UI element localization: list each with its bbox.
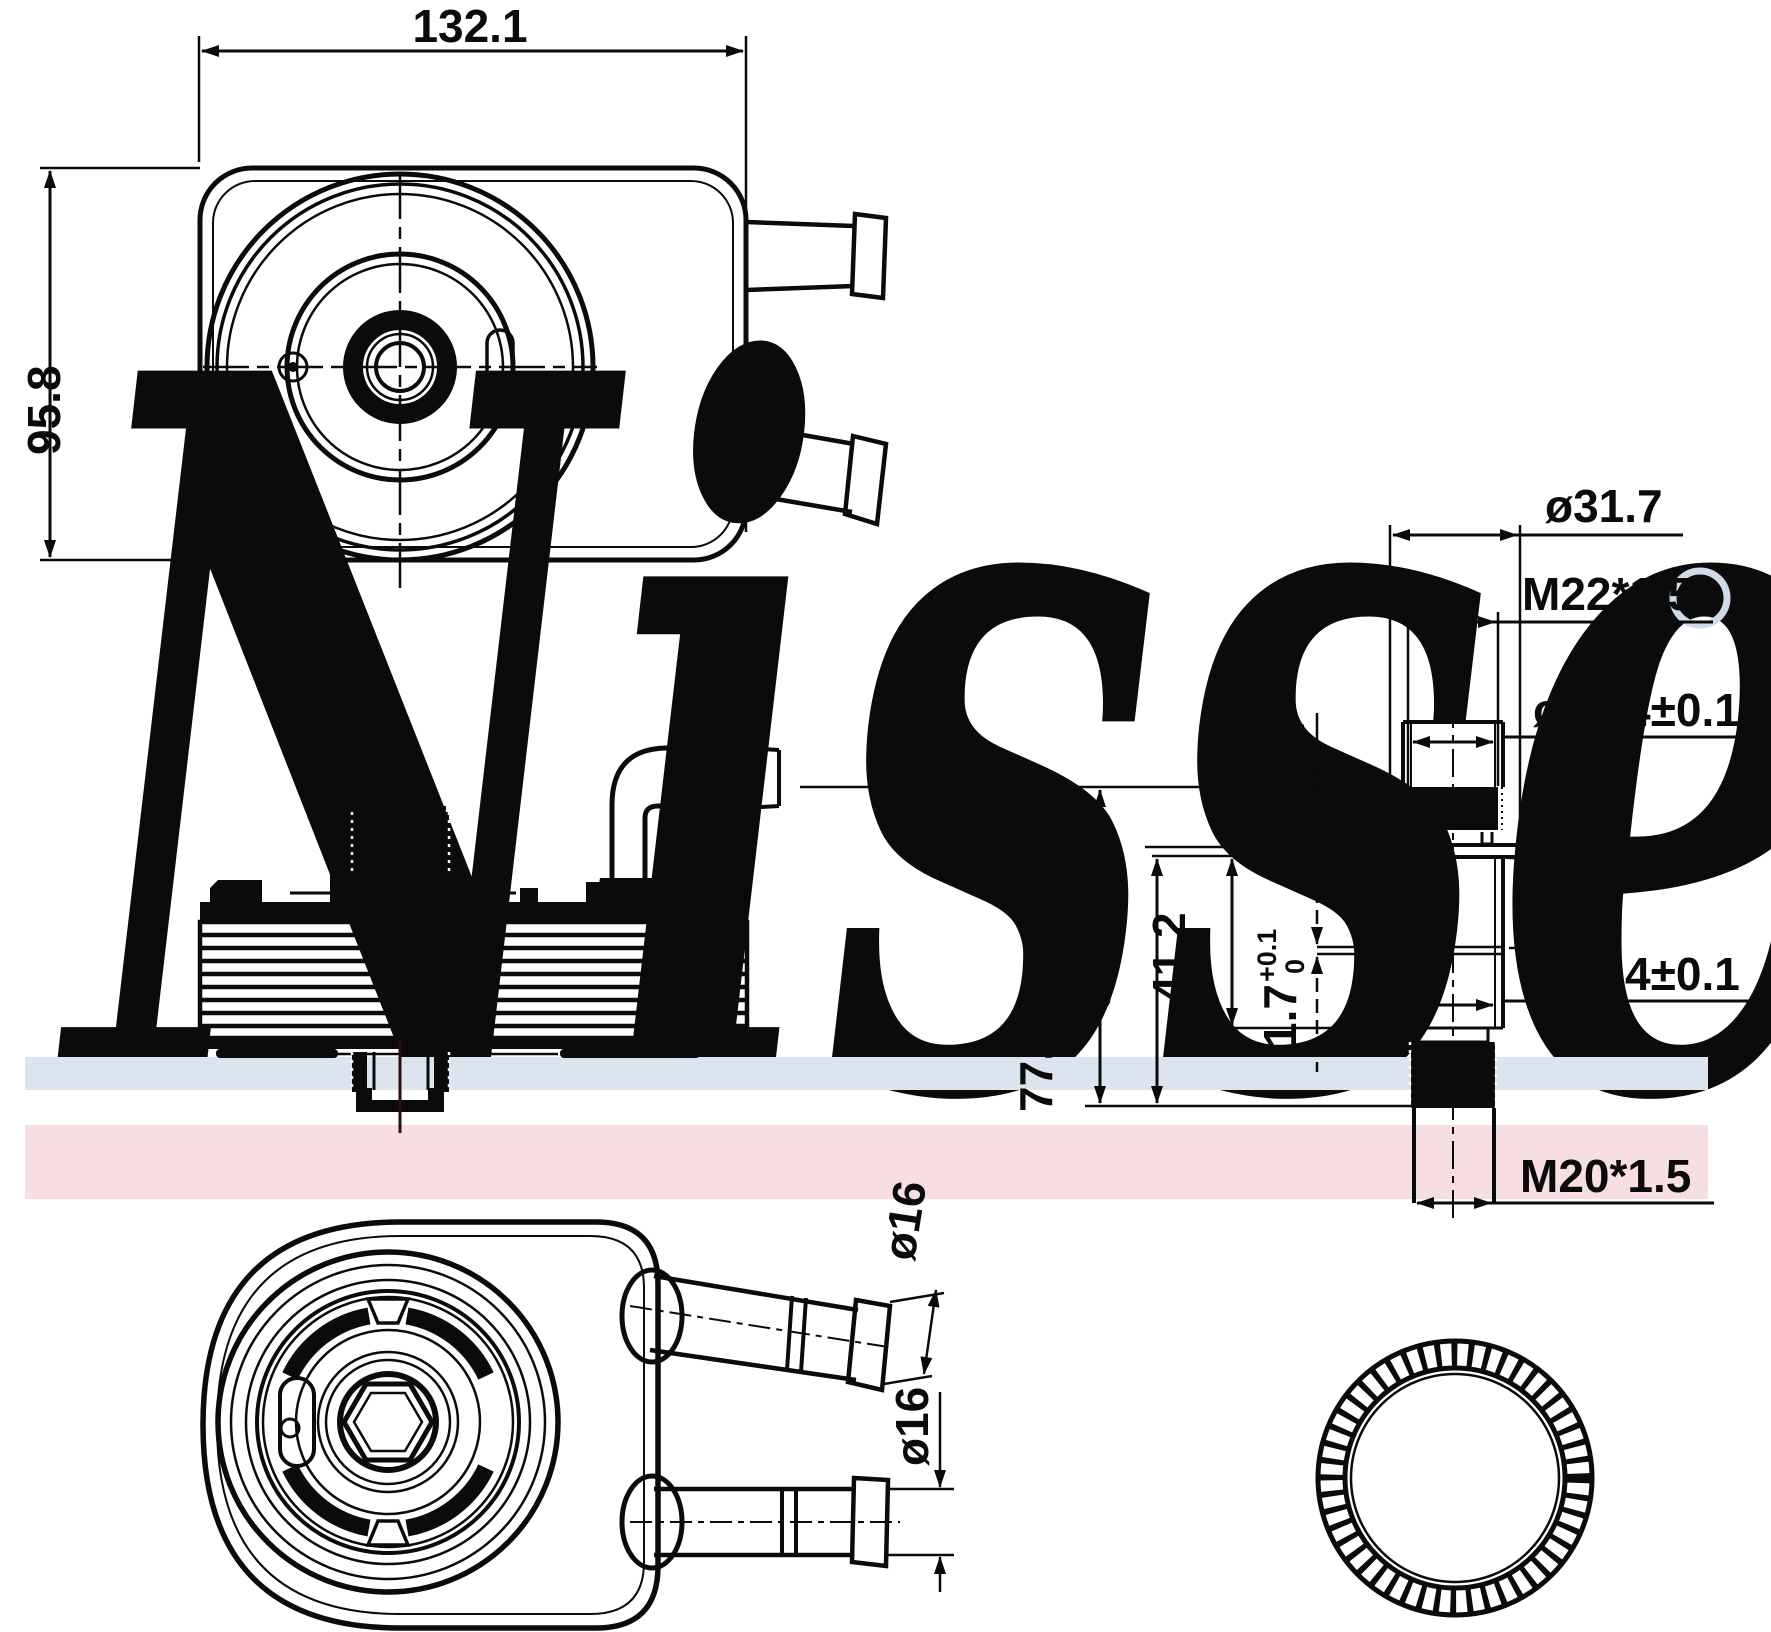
dim-lower-label: 60.2 [1068,922,1120,1012]
dim-cyl-length: 22 [1546,879,1598,930]
side-view [197,739,781,1133]
cooler-top-plate [200,880,747,922]
dim-flange-dia: ø31.7 [1545,480,1663,532]
dim-offset-label: 2.4 [1262,720,1314,784]
bottom-view: ø16 ø16 [200,1177,954,1631]
pink-highlight-band [25,1125,1708,1199]
dim-lower-60-2: 60.2 [1068,858,1163,1104]
dim-pipe-upper-label: ø16 [873,1177,937,1263]
dim-groove-tol-upper: +0.1 [1252,929,1282,982]
dim-pipe-lower-label: ø16 [886,1387,938,1466]
fitting-view: ø31.7 M22*1.5 ø24.4±0.1 [800,480,1757,1222]
dim-front-height: 95.8 [18,365,70,455]
registered-mark-letter: R [1688,582,1713,620]
dim-pipe-lower: ø16 [886,1387,954,1592]
bottom-view-pipe-upper [619,1267,893,1393]
dim-thread-top: M22*1.5 [1522,568,1693,620]
hex-recess [341,1381,435,1463]
dim-mid-label: 41.2 [1143,912,1195,1002]
dim-front-width: 132.1 [412,0,527,52]
dim-offset-2-4: 2.4 [1262,713,1323,852]
bottom-threaded-stud [350,1040,451,1133]
dim-total-77-3: 77.3 [1010,789,1106,1112]
elbow-pipe [596,739,781,902]
oring-view [1315,1338,1595,1618]
dim-thread-bottom: M20*1.5 [1520,1150,1691,1202]
top-threaded-stub [330,780,470,930]
bottom-view-pipe-lower [619,1473,900,1571]
dim-groove-1-7: 1.7 +0.1 0 [1252,868,1323,1072]
dim-dia-upper: ø24.4±0.1 [1533,684,1740,736]
registered-mark-icon [1669,567,1731,629]
dim-dia-lower: ø24.4±0.1 [1533,948,1740,1000]
front-view-pipes [745,211,889,527]
locating-slot-bottom [278,1376,316,1468]
dim-groove-label: 1.7 [1254,984,1306,1048]
front-view: 132.1 95.8 [18,0,889,588]
dim-groove-tol-lower: 0 [1280,959,1310,974]
dim-mid-41-2: 41.2 [1143,858,1418,1030]
cooler-fins [197,919,750,1041]
cooler-bottom-plate [200,1038,747,1058]
dim-pipe-upper: ø16 [873,1177,945,1386]
dim-total-label: 77.3 [1010,1022,1062,1112]
